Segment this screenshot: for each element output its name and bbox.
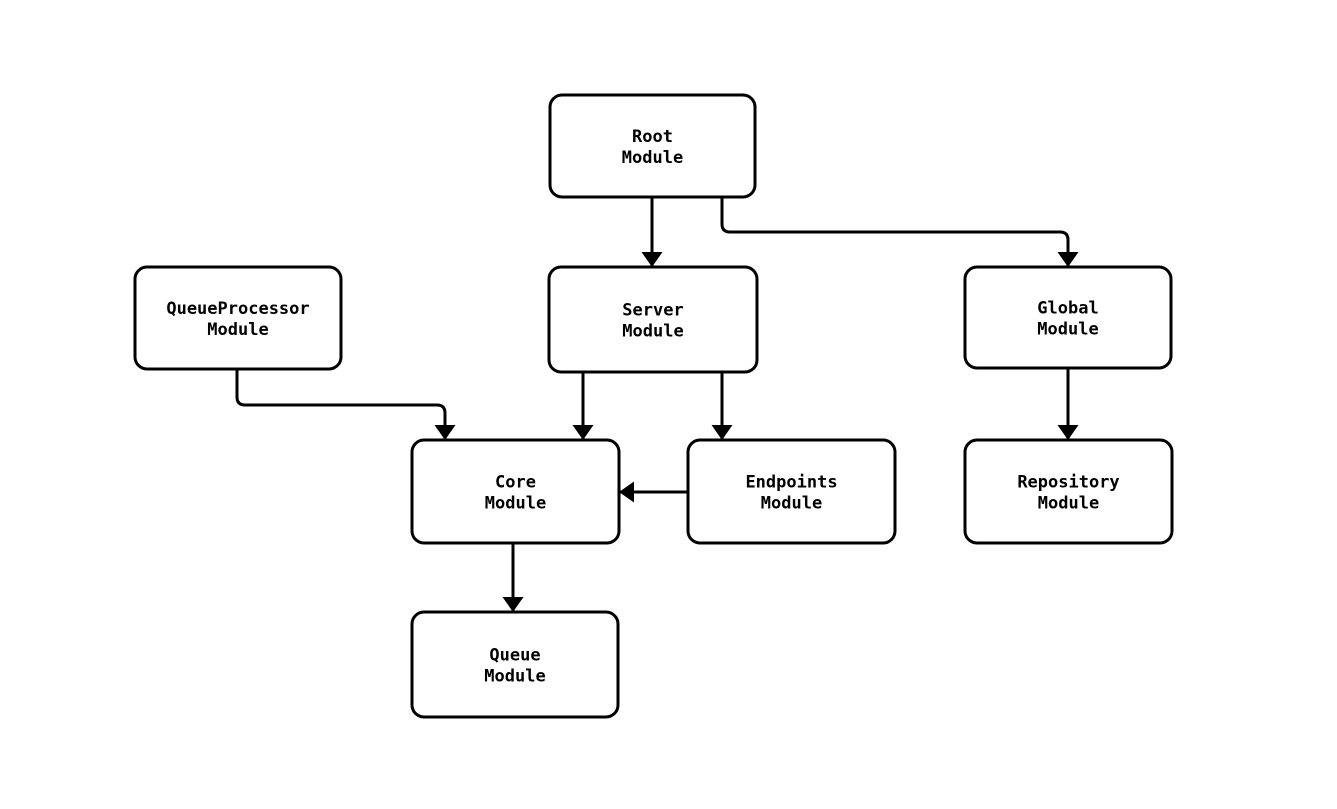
node-root-box [548, 93, 757, 199]
edge-root-to-global [720, 197, 1079, 267]
node-queueprocessor-box [133, 265, 343, 371]
edges-layer [235, 197, 1079, 612]
node-queue-box [410, 610, 620, 719]
node-server-box [547, 265, 759, 374]
node-repository-box [963, 438, 1174, 545]
node-core-box [410, 438, 621, 545]
edge-queueprocessor-to-core [235, 369, 456, 440]
node-endpoints-box [686, 438, 897, 545]
node-global-box [963, 265, 1173, 370]
